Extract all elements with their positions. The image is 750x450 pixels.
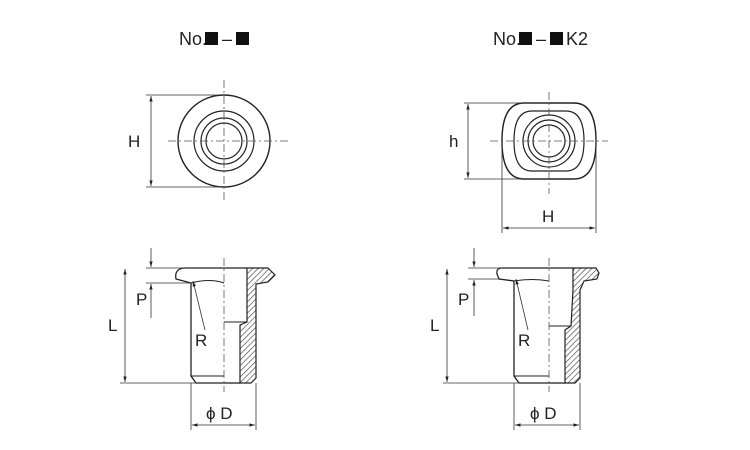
left-flange-underside <box>190 280 225 284</box>
dim-P-label: P <box>136 290 147 309</box>
left-top-view: H <box>128 80 288 200</box>
dim-R-label: R <box>195 331 207 350</box>
dim-D-label: ϕ D <box>206 404 233 423</box>
left-side-view: P L R ϕ D <box>108 248 276 430</box>
dim-H2-label: H <box>542 207 554 226</box>
dim-L-label: L <box>108 316 117 335</box>
left-title-square-1 <box>205 32 218 45</box>
right-title-suffix: K2 <box>566 29 588 49</box>
right-title: No. – K2 <box>493 29 588 49</box>
dim-D2-label: ϕ D <box>530 404 557 423</box>
right-title-square-1 <box>519 32 532 45</box>
right-exterior-outline <box>496 267 549 384</box>
dim-P2-label: P <box>458 290 469 309</box>
right-flange-underside <box>513 279 550 282</box>
dim-h-label: h <box>449 132 458 151</box>
left-title-dash: – <box>222 29 232 49</box>
right-title-square-2 <box>550 32 563 45</box>
right-top-view: h H <box>449 92 608 233</box>
flange-inner-rounded-square <box>513 110 585 172</box>
left-title: No. – <box>179 29 249 49</box>
dim-H-label: H <box>128 132 140 151</box>
left-title-prefix: No. <box>179 29 207 49</box>
flange-outer-rounded-square <box>501 102 597 180</box>
right-side-view: P L R ϕ D <box>430 248 600 430</box>
right-title-prefix: No. <box>493 29 521 49</box>
dim-R2-leader <box>515 278 529 331</box>
left-section-wall <box>239 267 276 384</box>
right-title-dash: – <box>536 29 546 49</box>
dim-R-leader <box>192 280 206 331</box>
left-exterior-outline <box>175 267 224 384</box>
dim-L2-label: L <box>430 316 439 335</box>
dim-R2-label: R <box>518 331 530 350</box>
left-title-square-2 <box>236 32 249 45</box>
